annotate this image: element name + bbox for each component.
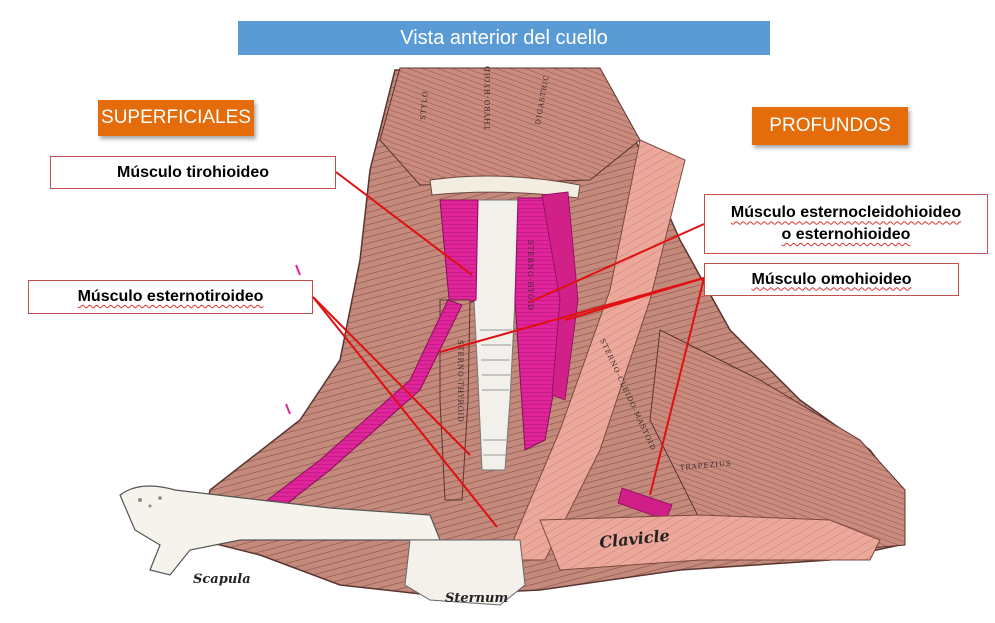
svg-text:THYRO-HYOID: THYRO-HYOID	[484, 65, 492, 130]
svg-text:STERNO-THYROID: STERNO-THYROID	[456, 340, 464, 423]
pointer-tirohioideo	[335, 171, 473, 276]
scapula-annotation: Scapula	[193, 572, 251, 587]
hyoid-bone	[429, 175, 581, 199]
pointer-omohioideo-b	[564, 277, 705, 321]
pointer-esternotiroideo-b	[312, 296, 471, 456]
trapezius-muscle	[649, 329, 906, 553]
sternum-annotation: Sternum	[445, 591, 508, 606]
svg-text:STERNO-HYOID: STERNO-HYOID	[526, 240, 534, 311]
superficial-category-tag: SUPERFICIALES	[98, 100, 254, 136]
label-esternocleidohioideo: Músculo esternocleidohioideo o esternohi…	[704, 194, 988, 254]
label-esternotiroideo-text: Músculo esternotiroideo	[77, 288, 264, 306]
page-title: Vista anterior del cuello	[238, 21, 770, 55]
omohyoid-upper	[541, 191, 579, 401]
label-tirohioideo-text: Músculo tirohioideo	[117, 163, 269, 181]
pointer-esternocleido	[529, 223, 705, 303]
label-omohioideo: Músculo omohioideo	[704, 263, 959, 296]
pointer-lines	[312, 171, 705, 528]
label-esternocleido-line2: o esternohioideo	[781, 226, 911, 243]
label-tirohioideo: Músculo tirohioideo	[50, 156, 336, 189]
label-esternocleido-line1: Músculo esternocleidohioideo	[730, 204, 962, 222]
pointer-esternotiroideo-a	[312, 296, 498, 528]
label-esternotiroideo: Músculo esternotiroideo	[28, 280, 313, 314]
pointer-omohioideo-c	[649, 277, 705, 496]
suprahyoid-region	[379, 67, 641, 186]
sternum-bone	[404, 539, 526, 606]
sternocleidomastoid-right	[504, 139, 686, 561]
svg-text:STYLO: STYLO	[419, 90, 430, 120]
scapula-clavicle-left	[119, 485, 441, 576]
deep-category-tag: PROFUNDOS	[752, 107, 908, 145]
label-omohioideo-text: Músculo omohioideo	[751, 270, 912, 288]
clavicle-right	[539, 514, 881, 571]
thyrohyoid-muscle	[439, 199, 479, 311]
